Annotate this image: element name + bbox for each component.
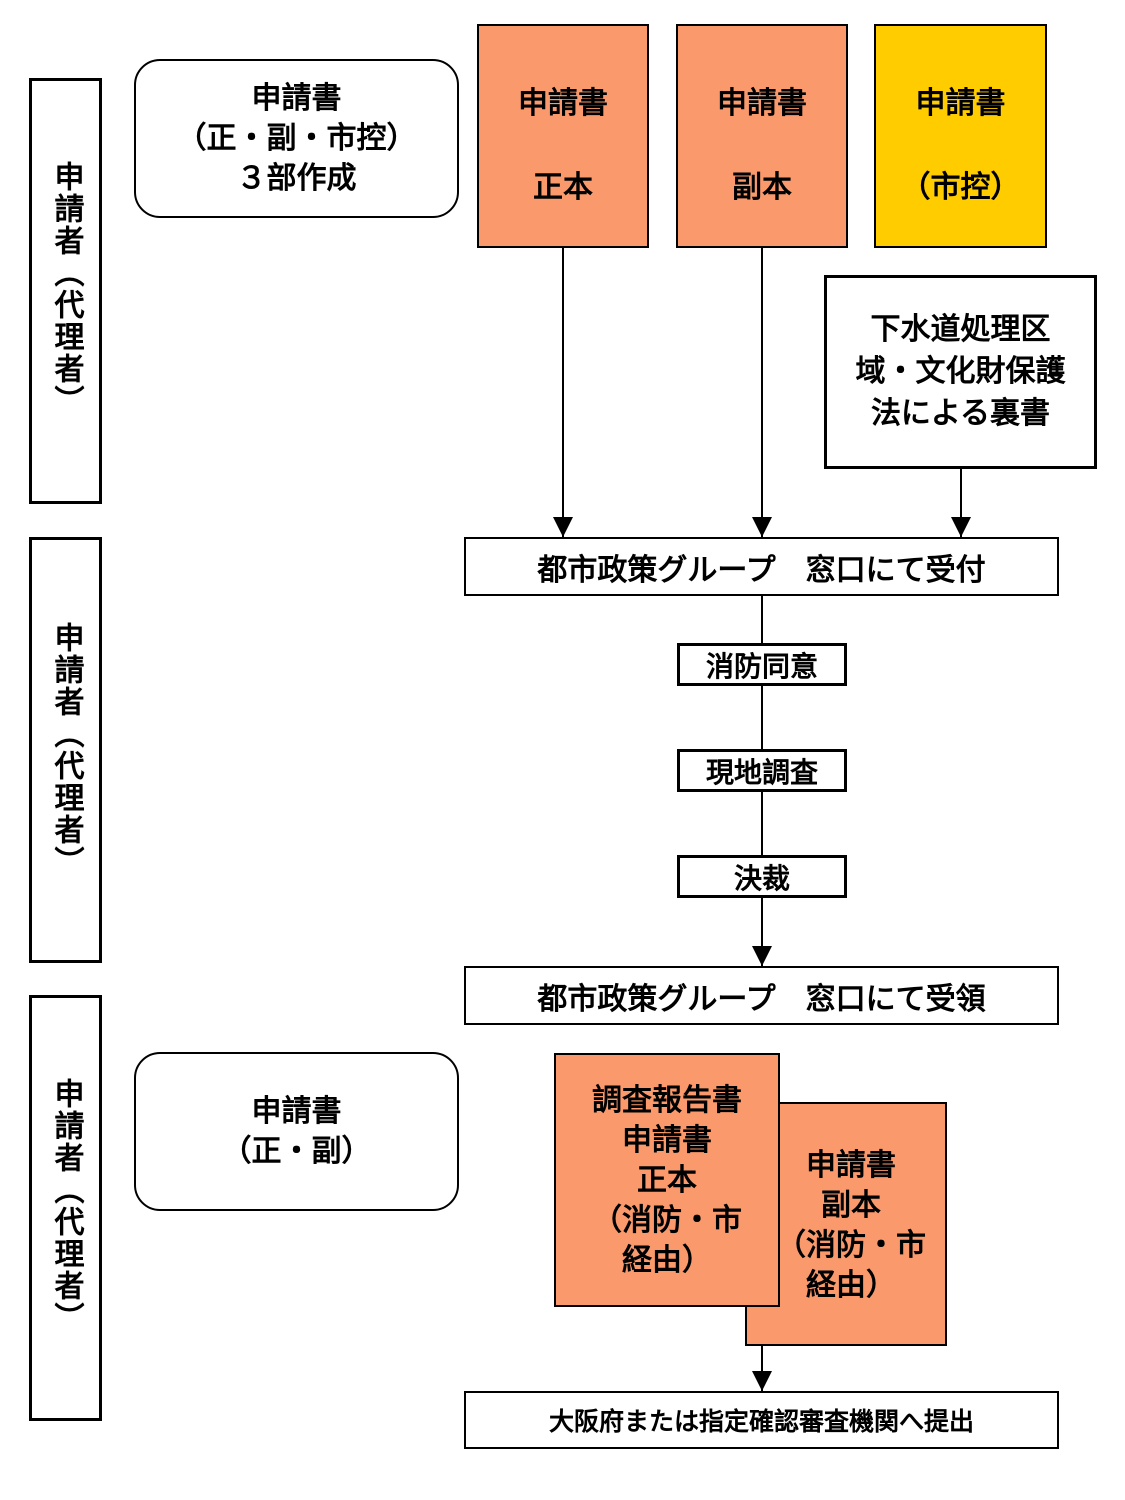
step-fire-consent: 消防同意 <box>677 643 847 686</box>
doc-fukuhon: 申請書 副本 <box>676 24 848 248</box>
endorsement-box: 下水道処理区 域・文化財保護 法による裏書 <box>824 275 1097 469</box>
lane-applicant-3: 申請者（代理者） <box>29 995 102 1421</box>
doc-title: 申請書 <box>915 86 1006 121</box>
arrow-endorsement-head <box>951 517 971 537</box>
note-three-copies: 申請書 （正・副・市控） ３部作成 <box>134 59 459 218</box>
doc-title: 申請書 <box>518 86 608 121</box>
note-line: 申請書 <box>251 80 342 116</box>
note-line: （正・副・市控） <box>176 120 417 156</box>
lane-applicant-1: 申請者（代理者） <box>29 78 102 504</box>
lane-applicant-2: 申請者（代理者） <box>29 537 102 963</box>
arrow-to-submit-head <box>752 1371 772 1391</box>
reception-box: 都市政策グループ 窓口にて受付 <box>464 537 1059 596</box>
note-line: （正・副） <box>221 1133 372 1169</box>
arrow-to-receipt-head <box>752 946 772 966</box>
note-line: 申請書 <box>251 1093 342 1129</box>
arrow-fukuhon-head <box>752 517 772 537</box>
note-line: ３部作成 <box>236 160 357 196</box>
submit-box: 大阪府または指定確認審査機関へ提出 <box>464 1391 1059 1449</box>
doc-subtitle: （市控） <box>900 170 1021 205</box>
doc-seihon-returned: 調査報告書 申請書 正本 （消防・市 経由） <box>554 1053 780 1307</box>
arrow-seihon-head <box>553 517 573 537</box>
receipt-box: 都市政策グループ 窓口にて受領 <box>464 966 1059 1025</box>
doc-title: 申請書 <box>717 86 807 121</box>
doc-seihon: 申請書 正本 <box>477 24 649 248</box>
lane-label: 申請者（代理者） <box>48 1078 84 1334</box>
note-two-copies: 申請書 （正・副） <box>134 1052 459 1211</box>
doc-city-copy: 申請書 （市控） <box>874 24 1047 248</box>
lane-label: 申請者（代理者） <box>48 161 84 417</box>
step-site-survey: 現地調査 <box>677 749 847 792</box>
lane-label: 申請者（代理者） <box>48 622 84 878</box>
doc-subtitle: 副本 <box>732 170 792 205</box>
doc-subtitle: 正本 <box>533 170 593 205</box>
step-approval: 決裁 <box>677 855 847 898</box>
